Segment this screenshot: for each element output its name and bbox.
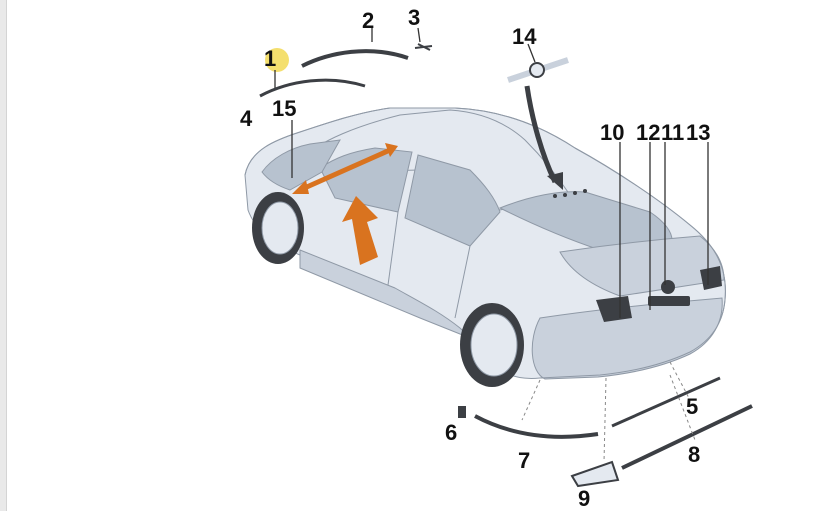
door-line-rear xyxy=(454,245,471,319)
part-5-strip xyxy=(611,376,721,428)
callout-11: 11 xyxy=(661,120,684,145)
side-window-front xyxy=(319,147,413,213)
plate-strip xyxy=(648,296,690,306)
callout-6: 6 xyxy=(445,420,457,445)
callout-8: 8 xyxy=(688,442,700,467)
span-arrow-head-right xyxy=(385,143,398,157)
callout-2: 2 xyxy=(362,8,374,33)
window-edge-strip xyxy=(0,0,7,511)
callout-1: 1 xyxy=(264,46,276,71)
callout-13: 13 xyxy=(686,120,710,145)
callout-labels: 1 2 3 4 15 14 10 12 11 13 5 6 7 8 9 xyxy=(240,5,710,511)
callout-7: 7 xyxy=(518,448,530,473)
part-2-trim-strip xyxy=(301,49,409,68)
rear-wheel xyxy=(460,303,524,387)
car-illustration xyxy=(244,107,726,387)
front-wheel xyxy=(252,192,304,264)
part-1-highlight xyxy=(265,48,289,72)
callout-4: 4 xyxy=(240,106,253,131)
part-14-antenna-base xyxy=(529,62,545,78)
callout-5: 5 xyxy=(686,394,698,419)
part-14-arrow-head xyxy=(547,172,563,190)
tail-light-left xyxy=(596,296,632,322)
mount-arrow-up xyxy=(342,196,378,265)
callout-3: 3 xyxy=(408,5,420,30)
door-line xyxy=(387,211,399,286)
roof-antenna-mark xyxy=(553,189,587,198)
span-arrow-head-left xyxy=(292,180,309,194)
part-7-strip xyxy=(474,414,599,439)
emblem xyxy=(661,280,675,294)
part-9-reflector xyxy=(570,460,620,488)
body-outline xyxy=(244,107,726,379)
span-arrow-line xyxy=(298,147,392,193)
leader-lines xyxy=(274,27,709,463)
callout-15: 15 xyxy=(272,96,296,121)
part-6-clip xyxy=(458,406,466,418)
windshield xyxy=(261,139,341,191)
callout-10: 10 xyxy=(600,120,624,145)
side-sill xyxy=(299,249,471,339)
callout-14: 14 xyxy=(512,24,537,49)
tail-light-right xyxy=(700,266,722,290)
side-window-rear xyxy=(404,154,501,247)
part-8-strip xyxy=(621,404,753,470)
callout-9: 9 xyxy=(578,486,590,511)
part-4-trim-strip xyxy=(259,78,366,98)
orange-arrows xyxy=(292,143,398,265)
part-3-clip xyxy=(414,43,433,51)
rear-window xyxy=(498,191,673,251)
loose-parts xyxy=(259,43,753,488)
callout-12: 12 xyxy=(636,120,660,145)
part-14-leader-arrow xyxy=(524,85,558,184)
